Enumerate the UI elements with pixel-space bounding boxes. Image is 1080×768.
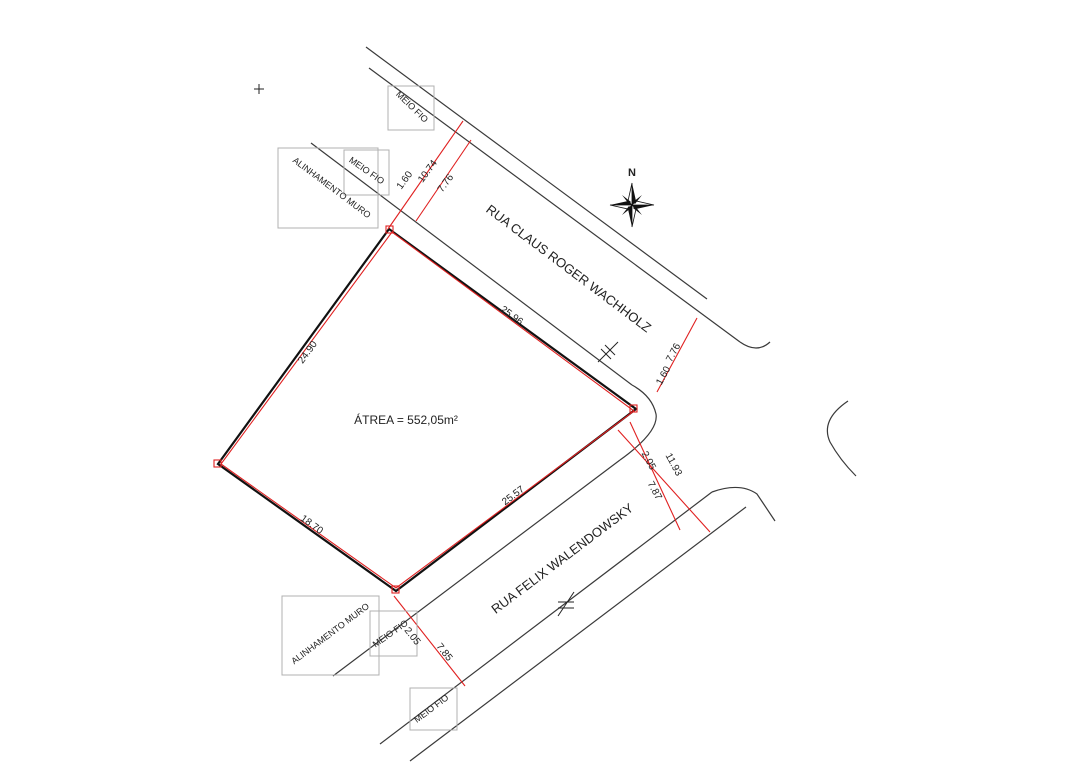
street-lines [310,46,857,762]
east-street-curve [826,400,857,477]
south-street-outer-edge [409,506,747,762]
utility-pole-north-icon [597,341,619,363]
south-street-corner-curve [711,486,776,522]
box-alinhamento-north [277,147,379,229]
dim-east-street [656,317,698,393]
dim-corner [617,429,711,533]
box-meio-fio-north [387,85,435,131]
dim-corner-street-width: 7.87 [645,480,664,503]
dim-east-street-width: 7.76 [664,341,683,364]
north-street-corner-curve [739,341,771,349]
label-meio-fio-north: MEIO FIO [394,89,430,124]
dim-north-setback-a [387,120,464,230]
dim-south-street [393,595,466,687]
label-meio-fio-north-inner: MEIO FIO [347,155,386,186]
corner-marker-bottom [391,585,400,594]
dim-north-street-width: 7.76 [436,172,457,195]
street-name-south: RUA FELIX WALENDOWSKY [488,500,636,617]
box-meio-fio-south [409,687,458,731]
dimension-lines [387,120,711,687]
dim-north-setback-b [415,139,472,222]
label-meio-fio-south: MEIO FIO [412,692,450,724]
corner-curb-curve [619,384,657,461]
corner-marker-right [629,404,638,413]
south-curb-line [332,459,621,677]
utility-pole-south-icon [557,591,575,617]
dim-corner-total: 11.93 [663,452,684,479]
cross-mark [254,84,264,94]
south-street-inner-edge [379,491,713,745]
area-label: ÁTREA = 552,05m² [354,412,458,427]
lot-boundary [216,227,638,593]
north-label: N [628,167,636,179]
dim-south-street-width: 7.85 [434,641,455,663]
label-boxes [277,85,458,731]
dim-north-total: 10.74 [416,158,440,185]
box-meio-fio-north-inner [343,149,390,196]
corner-marker-left [213,459,222,468]
box-meio-fio-south-inner [369,610,418,657]
lot-dimension-outline [220,231,635,589]
dim-north-curb-setback: 1.60 [395,169,416,192]
dim-corner-inner [629,421,681,531]
north-street-inner-edge [368,67,741,343]
north-curb-line [310,142,633,386]
north-arrow-icon [609,182,655,228]
box-alinhamento-south [281,595,380,676]
north-street-outer-edge [365,46,708,300]
dim-corner-setback: 2.05 [639,450,658,473]
